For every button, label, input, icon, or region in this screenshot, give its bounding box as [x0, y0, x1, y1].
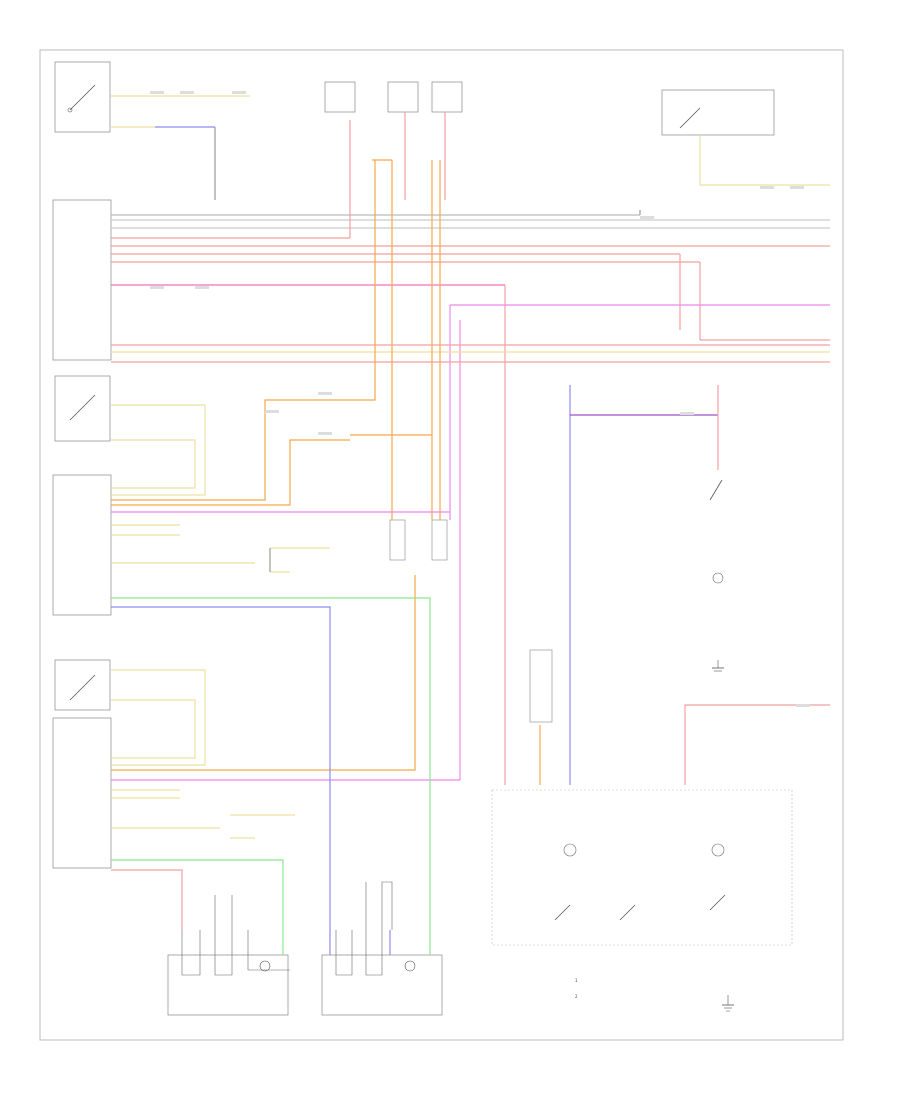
courtesy-lamp-switch — [661, 89, 775, 136]
wire-labels — [150, 91, 810, 707]
diagram-frame — [39, 49, 844, 1041]
driver-door-module — [52, 717, 112, 869]
courtesy-lamp-front — [563, 843, 577, 857]
wire-harness — [111, 95, 830, 955]
driver-window-motor — [167, 954, 289, 1016]
right-passenger-window-regulator — [52, 474, 112, 616]
reading-lamp-assembly — [529, 649, 553, 723]
ground-point — [722, 995, 734, 1012]
right-passenger-window-switch — [54, 375, 111, 442]
legend-marker-1: 1 — [575, 978, 578, 983]
legend: 1 2 — [575, 978, 578, 999]
courtesy-lamp-rear — [711, 843, 725, 857]
left-rear-window-switch — [54, 61, 111, 133]
left-rear-window-regulator — [52, 199, 112, 361]
fuse-block-top — [324, 81, 356, 113]
legend-marker-2: 2 — [575, 994, 578, 999]
driver-window-switch — [54, 659, 111, 711]
